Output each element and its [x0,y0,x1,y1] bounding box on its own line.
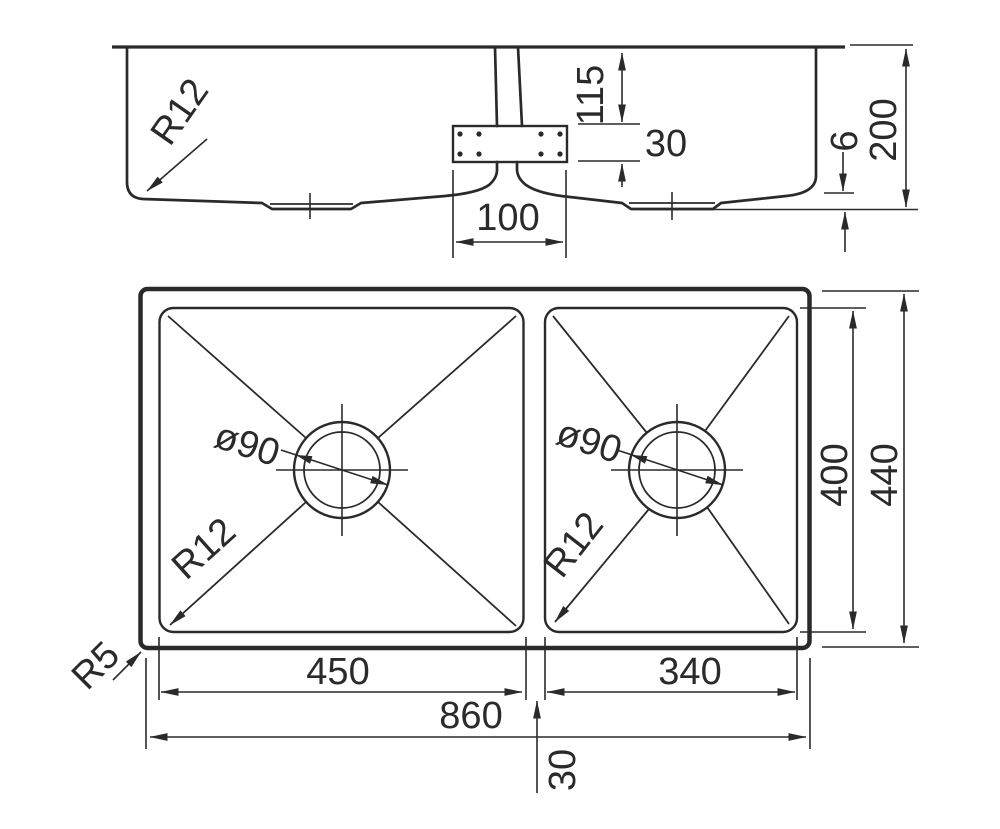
diagonal-line [704,315,790,432]
diagonal-line [377,501,517,627]
screw-hole [476,151,482,157]
drain-diameter-arrowhead [296,455,313,464]
screw-hole [538,151,544,157]
label-outer-corner-radius: R5 [64,634,128,698]
diagonal-line [552,315,648,434]
screw-hole [476,131,482,137]
sink-outer-rim [138,286,812,651]
screw-hole [557,131,563,137]
left-drain [276,404,408,536]
label-left-bowl-corner-radius: R12 [164,510,244,588]
diagonal-line [167,315,307,439]
label-bracket-height: 30 [645,123,687,165]
right-bowl-diagonals [552,315,790,625]
diagonal-line [377,315,517,439]
divider-wall-left-line [493,45,499,128]
label-left-drain-diameter: ø90 [209,415,284,475]
screw-hole [538,131,544,137]
right-bowl-section-profile [515,45,818,211]
leader-r5-outer-corner [112,651,142,681]
label-overall-width: 860 [439,695,502,737]
label-bottom-slope-drop: 6 [824,130,866,151]
left-bowl-section-profile [125,45,499,211]
left-bowl-diagonals [167,315,517,627]
right-bowl [543,306,799,634]
leader-r12-left-bowl [169,501,307,626]
mounting-bracket [451,124,569,164]
screw-hole [457,151,463,157]
label-overall-front-to-back: 440 [864,443,906,506]
label-right-drain-diameter: ø90 [551,412,626,472]
diagonal-line [706,506,790,625]
label-right-bowl-corner-radius: R12 [536,505,612,586]
label-bowl-front-to-back: 400 [814,443,856,506]
screw-hole [557,151,563,157]
leader-r12-right-bowl [554,508,650,623]
section-view: R12 115 30 100 6 200 [112,44,918,258]
label-right-bowl-width: 340 [658,651,721,693]
label-rim-to-bracket: 115 [570,65,612,126]
label-bracket-width: 100 [476,197,539,239]
divider-wall-right-line [516,45,524,128]
left-bowl [158,306,525,634]
bracket-screw-holes [457,131,563,157]
right-drain [611,404,743,536]
label-left-bowl-width: 450 [306,651,369,693]
label-divider-width: 30 [542,749,584,791]
label-overall-depth: 200 [863,98,905,161]
plan-view: ø90 ø90 R12 R12 R5 450 340 860 30 400 44… [64,286,919,793]
drain-diameter-arrowhead [631,455,648,464]
screw-hole [457,131,463,137]
leader-r12-section [146,138,208,192]
